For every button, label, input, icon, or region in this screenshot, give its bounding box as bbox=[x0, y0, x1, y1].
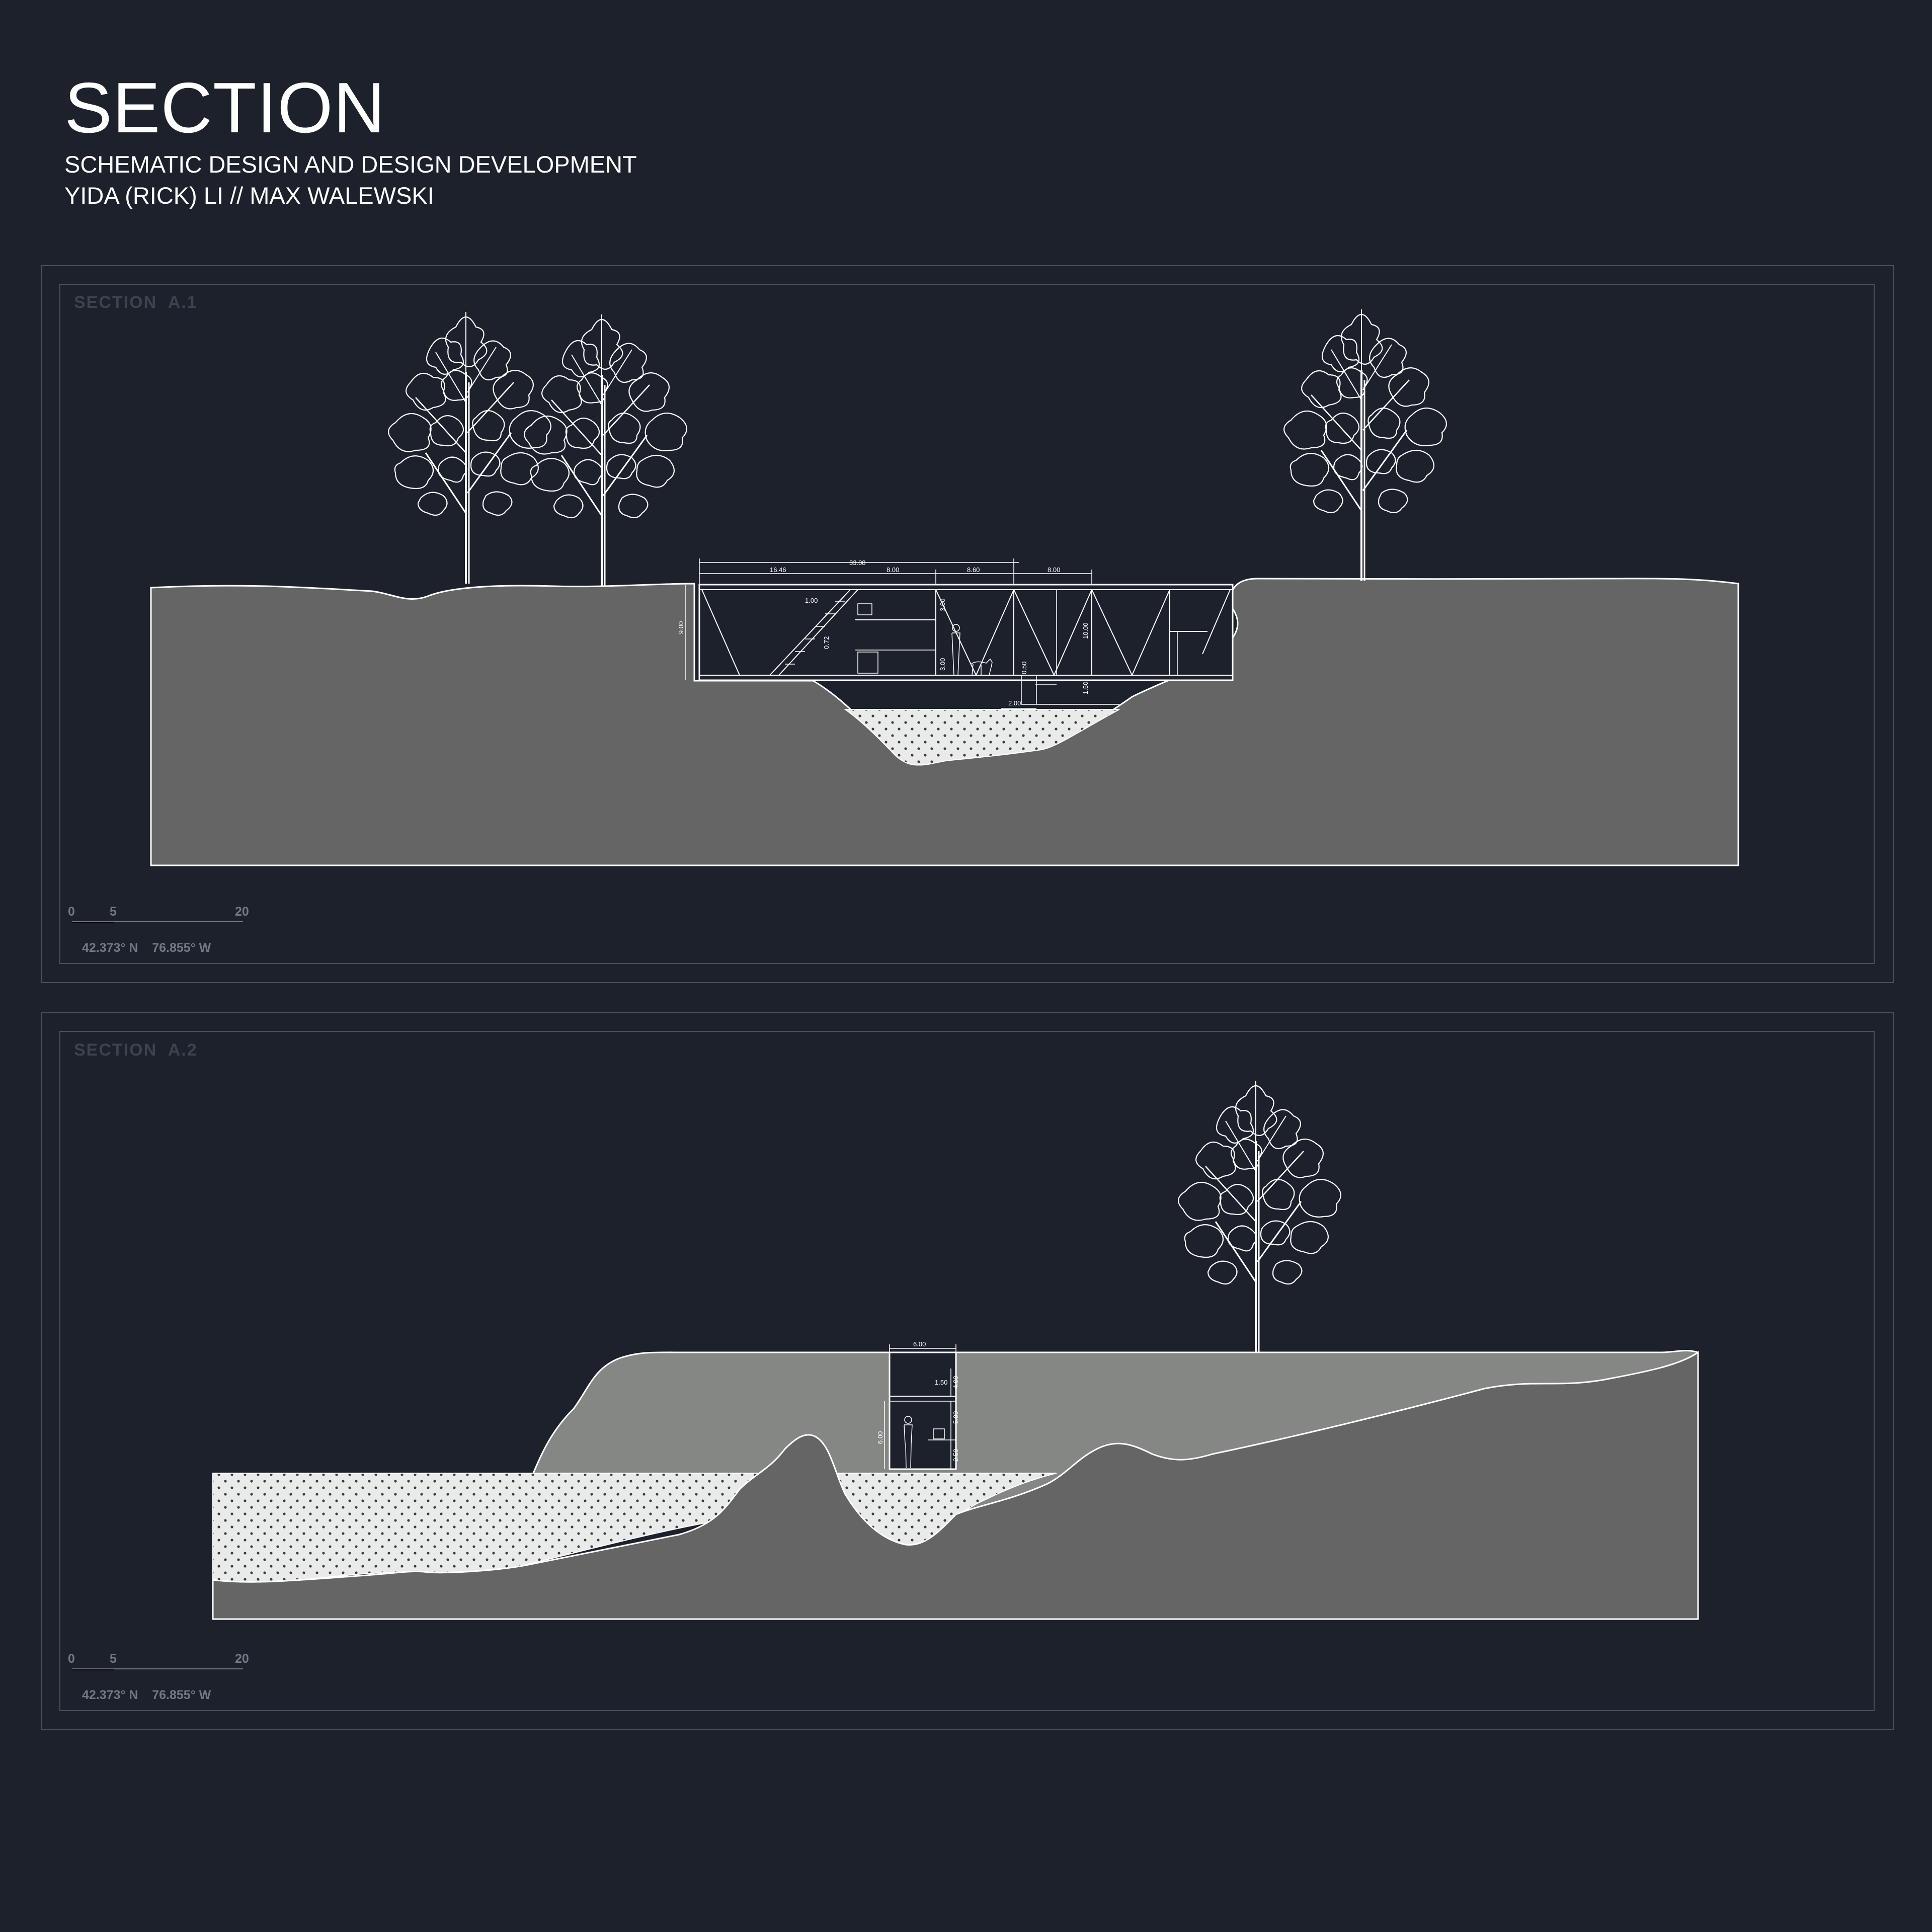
section-a1-dimension-lines bbox=[685, 558, 1092, 709]
page-authors: YIDA (RICK) LI // MAX WALEWSKI bbox=[64, 182, 434, 209]
section-a1-scale-bar bbox=[72, 921, 243, 923]
section-a1-drawing: 33.08 16.46 8.00 8.60 8.00 1.00 9.00 0.7… bbox=[150, 308, 1739, 866]
scale-label-5: 5 bbox=[110, 1652, 117, 1666]
dim-label: 1.00 bbox=[805, 597, 818, 604]
dim-label: 4.00 bbox=[952, 1376, 959, 1389]
scale-label-5: 5 bbox=[110, 905, 117, 919]
title-block: SECTION SCHEMATIC DESIGN AND DESIGN DEVE… bbox=[64, 70, 637, 211]
section-a2-label: SECTION A.2 bbox=[74, 1040, 198, 1060]
section-a2-frame-inner bbox=[59, 1031, 1875, 1711]
section-a1-coordinates: 42.373° N 76.855° W bbox=[82, 941, 211, 955]
section-a1-dimension-labels: 33.08 16.46 8.00 8.60 8.00 1.00 9.00 0.7… bbox=[677, 559, 1089, 707]
dim-label: 3.00 bbox=[939, 658, 946, 671]
section-a1-frame-outer bbox=[41, 265, 1894, 983]
section-a2-dimension-lines bbox=[884, 1344, 956, 1469]
section-a1-pond bbox=[843, 709, 1120, 766]
scale-label-20: 20 bbox=[235, 1652, 249, 1666]
section-a2-ground-near bbox=[212, 1351, 1699, 1620]
section-a1-label: SECTION A.1 bbox=[74, 293, 198, 312]
section-a2-scale-bar bbox=[72, 1668, 243, 1670]
dim-label: 33.08 bbox=[849, 559, 866, 567]
dim-label: 2.00 bbox=[1008, 699, 1021, 707]
tree-icon bbox=[387, 311, 552, 585]
dim-label: 3.00 bbox=[939, 599, 946, 611]
dim-label: 0.50 bbox=[1020, 662, 1028, 674]
section-a1-building bbox=[698, 584, 1234, 705]
dim-label: 8.00 bbox=[1048, 566, 1060, 574]
tree-icon bbox=[1177, 1080, 1342, 1353]
section-a2-dimension-labels: 6.00 1.50 4.00 6.00 5.00 2.50 bbox=[876, 1340, 959, 1462]
dim-label: 2.50 bbox=[952, 1449, 959, 1462]
dim-label: 16.46 bbox=[770, 566, 786, 574]
scale-label-0: 0 bbox=[68, 905, 75, 919]
dim-label: 5.00 bbox=[952, 1411, 959, 1424]
tree-icon bbox=[1283, 308, 1447, 582]
page-title: SECTION bbox=[64, 68, 386, 148]
dim-label: 0.72 bbox=[823, 636, 830, 649]
tree-icon bbox=[523, 313, 688, 587]
dim-label: 8.00 bbox=[887, 566, 899, 574]
dim-label: 9.00 bbox=[677, 621, 685, 634]
scale-label-20: 20 bbox=[235, 905, 249, 919]
dim-label: 1.50 bbox=[935, 1379, 947, 1386]
scale-label-0: 0 bbox=[68, 1652, 75, 1666]
dim-label: 6.00 bbox=[913, 1340, 926, 1348]
section-a1-frame-inner bbox=[59, 284, 1875, 964]
page-subtitle: SCHEMATIC DESIGN AND DESIGN DEVELOPMENT bbox=[64, 151, 637, 178]
section-a2-coordinates: 42.373° N 76.855° W bbox=[82, 1688, 211, 1702]
dim-label: 8.60 bbox=[967, 566, 980, 574]
dim-label: 1.50 bbox=[1082, 682, 1089, 694]
dim-label: 10.00 bbox=[1082, 622, 1089, 639]
dim-label: 6.00 bbox=[876, 1431, 884, 1444]
section-a2-building bbox=[889, 1351, 957, 1470]
section-a2-drawing: 6.00 1.50 4.00 6.00 5.00 2.50 bbox=[212, 1080, 1699, 1620]
section-a2-frame-outer bbox=[41, 1012, 1894, 1730]
